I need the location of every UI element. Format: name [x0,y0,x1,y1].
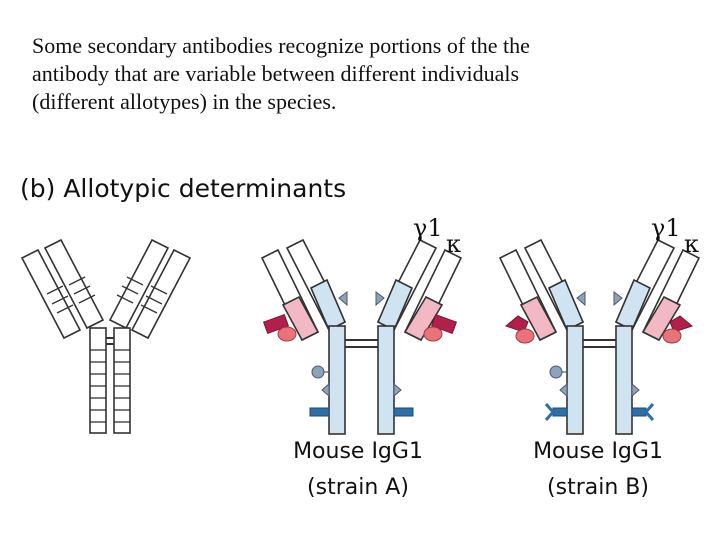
label-b-name: Mouse IgG1 [533,439,663,464]
caption-line-2: antibody that are variable between diffe… [32,61,520,86]
blue-bar-marker [393,407,414,417]
antibody-strain-b [498,238,701,435]
blue-bar-marker [309,407,330,417]
triangle-marker [559,382,568,398]
triangle-marker [576,291,586,307]
left-heavy-chain-stem [89,327,107,434]
gamma1-label-b: γ1 [651,214,681,242]
red-marker [504,315,529,333]
triangle-marker [321,382,330,398]
stem-domain-lines [90,349,130,423]
red-marker [669,315,694,333]
panel-title: (b) Allotypic determinants [20,174,346,203]
caption: Some secondary antibodies recognize port… [32,32,712,116]
circle-marker [549,365,563,379]
generic-antibody [20,238,192,434]
heavy-stem-left [566,325,584,435]
triangle-marker [393,382,402,398]
red-marker [662,328,682,344]
red-marker [277,326,297,342]
allotype-markers-b [504,291,694,421]
kappa-label-b: κ [684,230,699,258]
blue-fork-marker [631,407,647,417]
right-heavy-chain-stem [113,327,131,434]
red-marker [262,313,290,335]
heavy-stem-right [377,325,395,435]
gamma1-label-a: γ1 [413,214,443,242]
red-marker [423,326,443,342]
caption-line-1: Some secondary antibodies recognize port… [32,33,530,58]
heavy-stem-right [615,325,633,435]
label-a-name: Mouse IgG1 [293,439,423,464]
antibody-strain-a [260,238,463,435]
triangle-marker [375,291,385,307]
heavy-constant-left [547,278,585,332]
kappa-label-a: κ [446,230,461,258]
heavy-constant-left [309,278,347,332]
label-a-strain: (strain A) [307,475,409,500]
heavy-stem-left [328,325,346,435]
light-constant-right [641,295,682,342]
caption-line-3: (different allotypes) in the species. [32,89,337,114]
light-constant-left [281,295,320,342]
arm-domain-lines [46,276,168,314]
triangle-marker [631,382,640,398]
left-heavy-chain-arm [43,238,105,330]
light-constant-left [519,295,558,342]
label-b-strain: (strain B) [547,475,649,500]
allotype-markers-a [262,291,458,417]
right-light-chain [130,248,192,340]
circle-marker [311,365,325,379]
triangle-marker [338,291,348,307]
blue-fork-marker [552,407,568,417]
red-marker [430,313,458,335]
left-light-chain [20,248,82,340]
triangle-marker [613,291,623,307]
light-constant-right [403,295,444,342]
red-marker [515,328,535,344]
